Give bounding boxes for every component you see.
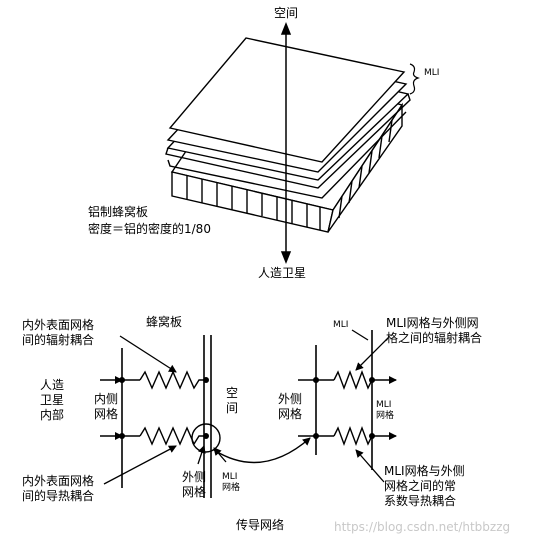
mli-label-top: MLI xyxy=(424,68,440,78)
mli-grid-label: MLI 网格 xyxy=(376,400,395,421)
figure-caption: 传导网络 xyxy=(236,518,285,532)
outer-grid-label: 外侧 网格 xyxy=(278,392,303,421)
satellite-interior-label: 人造 卫星 内部 xyxy=(40,378,65,422)
inner-grid-label: 内侧 网格 xyxy=(94,392,119,421)
honeycomb-panel-label: 铝制蜂窝板 xyxy=(88,205,149,219)
mli-outer-conduction-coupling-label: MLI网格与外侧 网格之间的常 系数导热耦合 xyxy=(384,464,465,508)
inner-network-nodes xyxy=(119,377,209,439)
mli-label-bottom: MLI xyxy=(333,320,349,330)
conduction-link-curve xyxy=(213,437,311,464)
inner-radiation-coupling-label: 内外表面网格 间的辐射耦合 xyxy=(22,318,95,347)
satellite-label-top: 人造卫星 xyxy=(258,266,307,280)
leader-arrows xyxy=(103,329,389,485)
mli-outer-radiation-coupling-label: MLI网格与外侧网 格之间的辐射耦合 xyxy=(386,316,483,345)
outer-grid-bottom-label: 外侧 网格 xyxy=(182,470,207,499)
outer-network xyxy=(298,370,397,446)
mli-grid-bottom-label: MLI 网格 xyxy=(222,472,241,493)
mli-brace xyxy=(409,63,420,95)
honeycomb-panel-label-bottom: 蜂窝板 xyxy=(146,315,183,329)
honeycomb-panel-lines xyxy=(121,330,373,498)
inner-conduction-coupling-label: 内外表面网格 间的导热耦合 xyxy=(22,474,95,503)
mli-layers xyxy=(165,37,411,199)
density-label: 密度＝铝的密度的1/80 xyxy=(88,222,211,236)
space-label-top: 空间 xyxy=(274,6,299,20)
space-satellite-axis xyxy=(280,21,292,265)
outer-network-nodes xyxy=(313,377,375,439)
watermark-text: https://blog.csdn.net/htbbzzg xyxy=(334,520,511,534)
space-label-bottom: 空 间 xyxy=(226,386,239,415)
